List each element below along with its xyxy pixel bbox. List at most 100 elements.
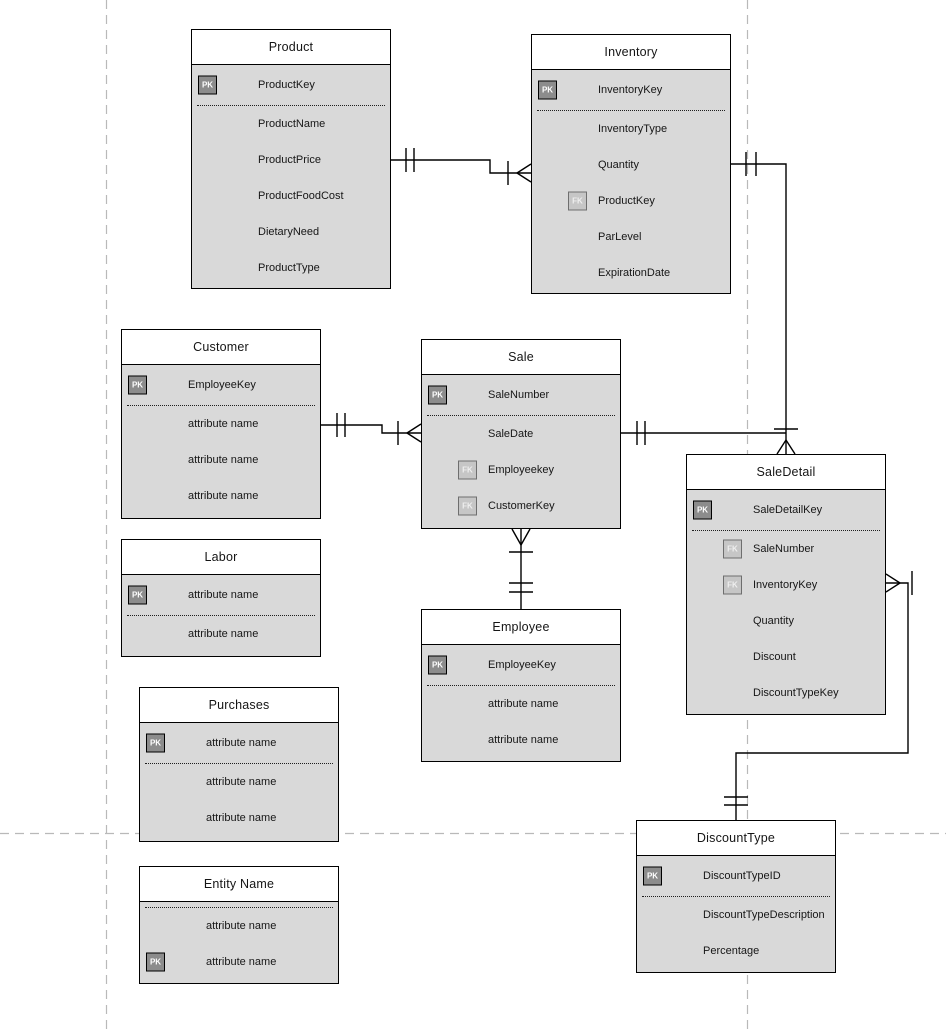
pk-badge: PK — [128, 375, 147, 395]
attribute-row: PK ProductKey — [192, 65, 390, 105]
attribute-name: Percentage — [703, 945, 760, 957]
attribute-row: PK EmployeeKey — [122, 365, 320, 405]
connector-customer-sale[interactable] — [321, 413, 422, 445]
attribute-row: Percentage — [637, 933, 835, 969]
pk-badge: PK — [146, 733, 165, 753]
attribute-row: FK InventoryKey — [687, 567, 885, 603]
attribute-row: attribute name — [122, 406, 320, 442]
attribute-row: FK SaleNumber — [687, 531, 885, 567]
entity-body: PK DiscountTypeID DiscountTypeDescriptio… — [637, 856, 835, 969]
entity-title: Purchases — [140, 688, 338, 723]
attribute-name: InventoryType — [598, 123, 668, 135]
entity-title: Employee — [422, 610, 620, 645]
attribute-name: SaleNumber — [488, 389, 550, 401]
attribute-row: attribute name — [122, 478, 320, 514]
attribute-row: ExpirationDate — [532, 255, 730, 291]
one-and-only-one-ticks — [336, 413, 346, 437]
pk-separator — [145, 907, 333, 908]
entity-title: Customer — [122, 330, 320, 365]
fk-badge: FK — [568, 191, 587, 211]
entity-body: PK ProductKey ProductName ProductPrice P… — [192, 65, 390, 286]
pk-separator — [127, 405, 315, 406]
entity-table-entity-name[interactable]: Entity Name attribute name PK attribute … — [139, 866, 339, 984]
pk-badge: PK — [146, 952, 165, 972]
entity-table-customer[interactable]: Customer PK EmployeeKey attribute name a… — [121, 329, 321, 519]
connector-inventory-saledetail[interactable] — [731, 152, 798, 455]
attribute-row: Discount — [687, 639, 885, 675]
pk-separator — [127, 615, 315, 616]
attribute-row: PK SaleNumber — [422, 375, 620, 415]
attribute-name: attribute name — [188, 454, 259, 466]
entity-table-labor[interactable]: Labor PK attribute name attribute name — [121, 539, 321, 657]
entity-table-employee[interactable]: Employee PK EmployeeKey attribute name a… — [421, 609, 621, 762]
attribute-name: ParLevel — [598, 231, 642, 243]
attribute-name: ProductType — [258, 262, 320, 274]
attribute-name: attribute name — [188, 418, 259, 430]
entity-table-discounttype[interactable]: DiscountType PK DiscountTypeID DiscountT… — [636, 820, 836, 973]
entity-table-inventory[interactable]: Inventory PK InventoryKey InventoryType … — [531, 34, 731, 294]
pk-badge: PK — [128, 585, 147, 605]
attribute-row: attribute name — [140, 800, 338, 836]
one-and-only-one-ticks — [636, 421, 646, 445]
attribute-row: DietaryNeed — [192, 214, 390, 250]
pk-separator — [427, 415, 615, 416]
entity-body: PK SaleDetailKey FK SaleNumber FK Invent… — [687, 490, 885, 711]
connector-saledetail-discounttype[interactable] — [724, 571, 913, 820]
attribute-name: ExpirationDate — [598, 267, 671, 279]
connector-product-inventory[interactable] — [391, 148, 532, 185]
attribute-row: ProductPrice — [192, 142, 390, 178]
fk-badge: FK — [458, 496, 477, 516]
connector-sale-employee[interactable] — [509, 528, 533, 609]
attribute-row: attribute name — [140, 908, 338, 944]
attribute-row: attribute name — [122, 442, 320, 478]
entity-body: PK InventoryKey InventoryType Quantity F… — [532, 70, 730, 291]
attribute-row: PK attribute name — [140, 944, 338, 980]
attribute-name: DiscountTypeKey — [753, 687, 839, 699]
entity-table-purchases[interactable]: Purchases PK attribute name attribute na… — [139, 687, 339, 842]
attribute-row: PK SaleDetailKey — [687, 490, 885, 530]
one-and-only-one-ticks — [724, 796, 748, 806]
attribute-name: InventoryKey — [753, 579, 818, 591]
pk-separator — [427, 685, 615, 686]
pk-badge: PK — [428, 385, 447, 405]
attribute-row: DiscountTypeDescription — [637, 897, 835, 933]
entity-body: PK EmployeeKey attribute name attribute … — [422, 645, 620, 758]
attribute-name: Quantity — [753, 615, 794, 627]
fk-badge: FK — [458, 460, 477, 480]
attribute-name: DietaryNeed — [258, 226, 320, 238]
attribute-name: Quantity — [598, 159, 639, 171]
attribute-name: attribute name — [488, 734, 559, 746]
pk-badge: PK — [198, 75, 217, 95]
pk-separator — [692, 530, 880, 531]
fk-badge: FK — [723, 539, 742, 559]
attribute-row: FK ProductKey — [532, 183, 730, 219]
attribute-name: InventoryKey — [598, 84, 663, 96]
attribute-row: ProductName — [192, 106, 390, 142]
attribute-row: ProductType — [192, 250, 390, 286]
attribute-row: Quantity — [687, 603, 885, 639]
attribute-name: attribute name — [188, 589, 259, 601]
attribute-name: ProductName — [258, 118, 326, 130]
one-and-only-one-ticks — [405, 148, 415, 172]
entity-title: Entity Name — [140, 867, 338, 902]
crows-foot-many — [406, 423, 422, 443]
crows-foot-many — [511, 528, 531, 546]
attribute-name: EmployeeKey — [188, 379, 256, 391]
attribute-row: PK DiscountTypeID — [637, 856, 835, 896]
attribute-row: SaleDate — [422, 416, 620, 452]
entity-body: attribute name PK attribute name — [140, 907, 338, 980]
attribute-name: ProductKey — [258, 79, 315, 91]
entity-table-saledetail[interactable]: SaleDetail PK SaleDetailKey FK SaleNumbe… — [686, 454, 886, 715]
entity-table-sale[interactable]: Sale PK SaleNumber SaleDate FK Employeek… — [421, 339, 621, 529]
fk-badge: FK — [723, 575, 742, 595]
entity-body: PK attribute name attribute name attribu… — [140, 723, 338, 836]
entity-table-product[interactable]: Product PK ProductKey ProductName Produc… — [191, 29, 391, 289]
attribute-name: attribute name — [188, 628, 259, 640]
connector-sale-saledetail[interactable] — [621, 421, 786, 445]
attribute-row: ProductFoodCost — [192, 178, 390, 214]
crows-foot-many — [516, 163, 532, 183]
attribute-row: PK attribute name — [122, 575, 320, 615]
entity-title: Product — [192, 30, 390, 65]
attribute-row: DiscountTypeKey — [687, 675, 885, 711]
attribute-name: CustomerKey — [488, 500, 555, 512]
